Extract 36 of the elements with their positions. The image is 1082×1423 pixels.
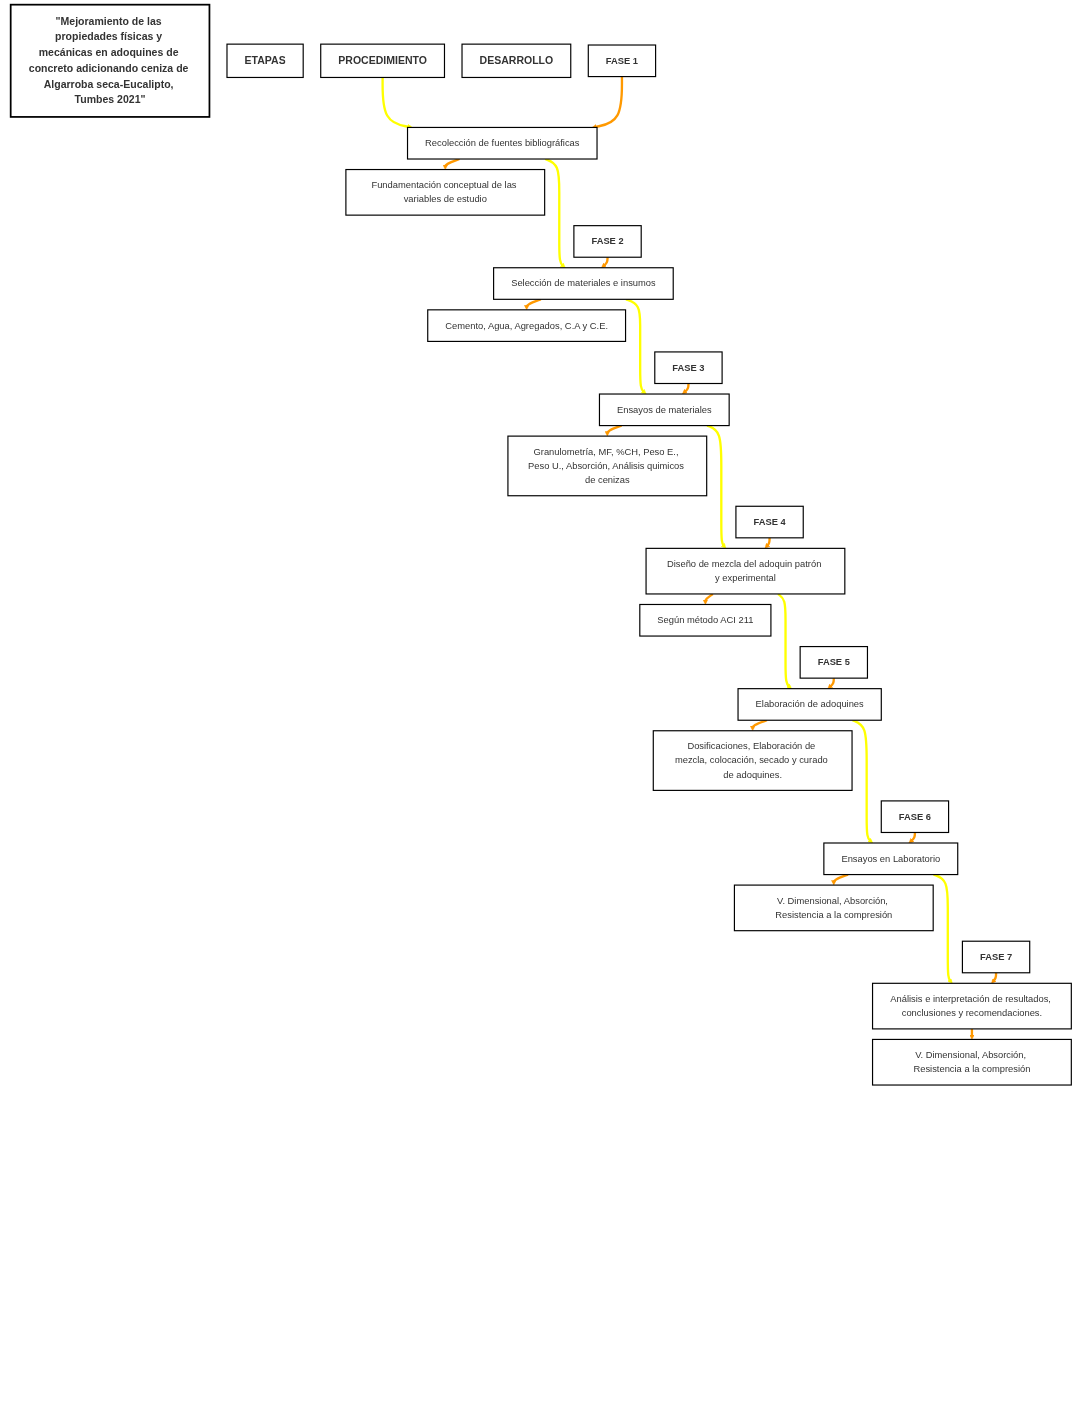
- node-box: V. Dimensional, Absorción, Resistencia a la compresión: [871, 1038, 1072, 1086]
- node-box: Ensayos de materiales: [598, 393, 730, 427]
- arrow: [702, 593, 714, 605]
- node-box: V. Dimensional, Absorción, Resistencia a la compresión: [733, 884, 934, 932]
- arrow: [625, 298, 647, 395]
- node-box: Selección de materiales e insumos: [493, 267, 674, 300]
- node-box: Dosificaciones, Elaboración de mezcla, colocación, secado y curado de adoquines.: [652, 730, 853, 791]
- arrow: [933, 873, 953, 984]
- node-box: Recolección de fuentes bibliográficas: [406, 126, 598, 160]
- node-box: "Mejoramiento de las propiedades físicas y mecánicas en adoquines de concreto adicionando ceniza de Algarroba seca-Eucalipto, Tumbes 2021": [9, 3, 211, 118]
- node-box: FASE 5: [799, 646, 869, 679]
- node-box: DESARROLLO: [461, 43, 572, 79]
- node-box: Cemento, Agua, Agregados, C.A y C.E.: [427, 309, 627, 342]
- node-box: Elaboración de adoquines: [737, 688, 882, 721]
- arrow: [682, 383, 690, 395]
- arrow: [381, 77, 413, 130]
- node-box: PROCEDIMIENTO: [320, 43, 446, 79]
- node-box: Según método ACI 211: [639, 603, 772, 637]
- arrow: [991, 972, 998, 984]
- node-box: FASE 4: [735, 505, 804, 539]
- node-box: FASE 7: [961, 940, 1031, 974]
- node-box: Diseño de mezcla del adoquin patrón y experimental: [645, 547, 846, 595]
- arrow: [852, 719, 873, 844]
- arrow: [764, 537, 771, 549]
- node-box: Fundamentación conceptual de las variables de estudio: [345, 168, 546, 216]
- node-box: FASE 3: [654, 351, 723, 385]
- node-box: ETAPAS: [226, 43, 304, 79]
- arrow: [827, 677, 835, 689]
- node-box: FASE 2: [573, 225, 642, 258]
- arrow: [706, 424, 727, 549]
- node-box: Granulometría, MF, %CH, Peso E., Peso U., Absorción, Análisis quimicos de cenizas: [507, 435, 708, 497]
- node-box: Ensayos en Laboratorio: [823, 842, 959, 876]
- node-box: FASE 1: [587, 44, 657, 78]
- node-box: Análisis e interpretación de resultados, conclusiones y recomendaciones.: [871, 982, 1072, 1030]
- node-box: FASE 6: [880, 800, 950, 834]
- arrow: [591, 76, 624, 130]
